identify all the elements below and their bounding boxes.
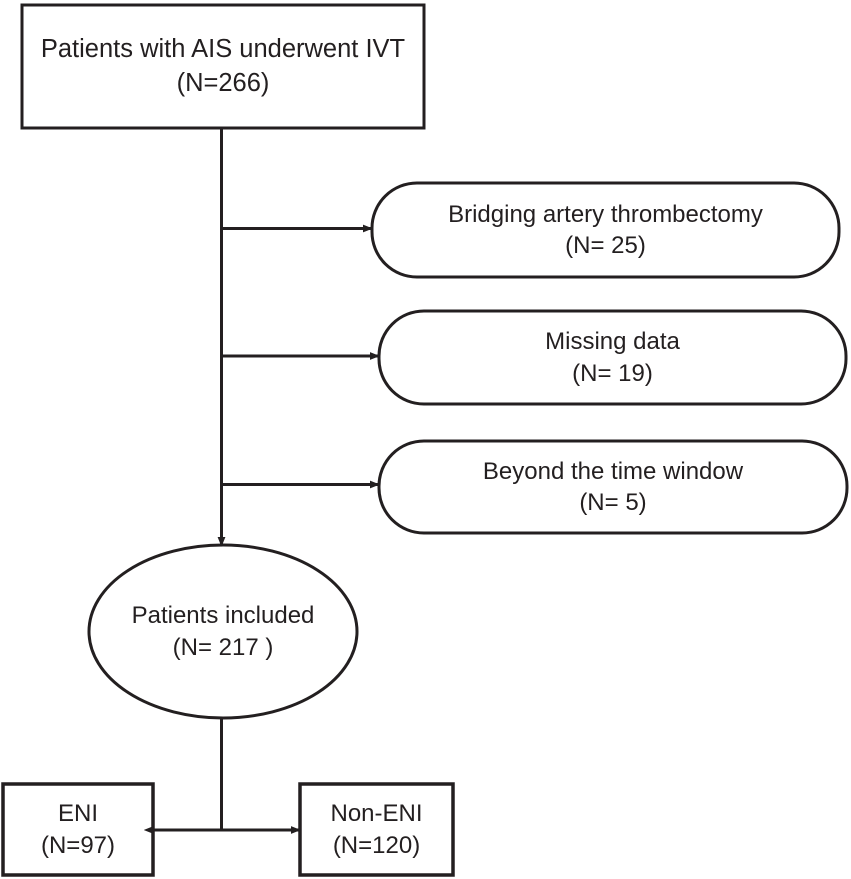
node-exclusion-box-1 [377, 309, 848, 406]
node-outcome-box-eni [1, 782, 155, 877]
node-top-box [20, 3, 426, 130]
node-exclusion-box-2 [377, 439, 849, 535]
node-outcome-box-non-eni [298, 782, 455, 877]
node-exclusion-box-0 [370, 181, 841, 279]
node-included-ellipse [87, 543, 359, 720]
